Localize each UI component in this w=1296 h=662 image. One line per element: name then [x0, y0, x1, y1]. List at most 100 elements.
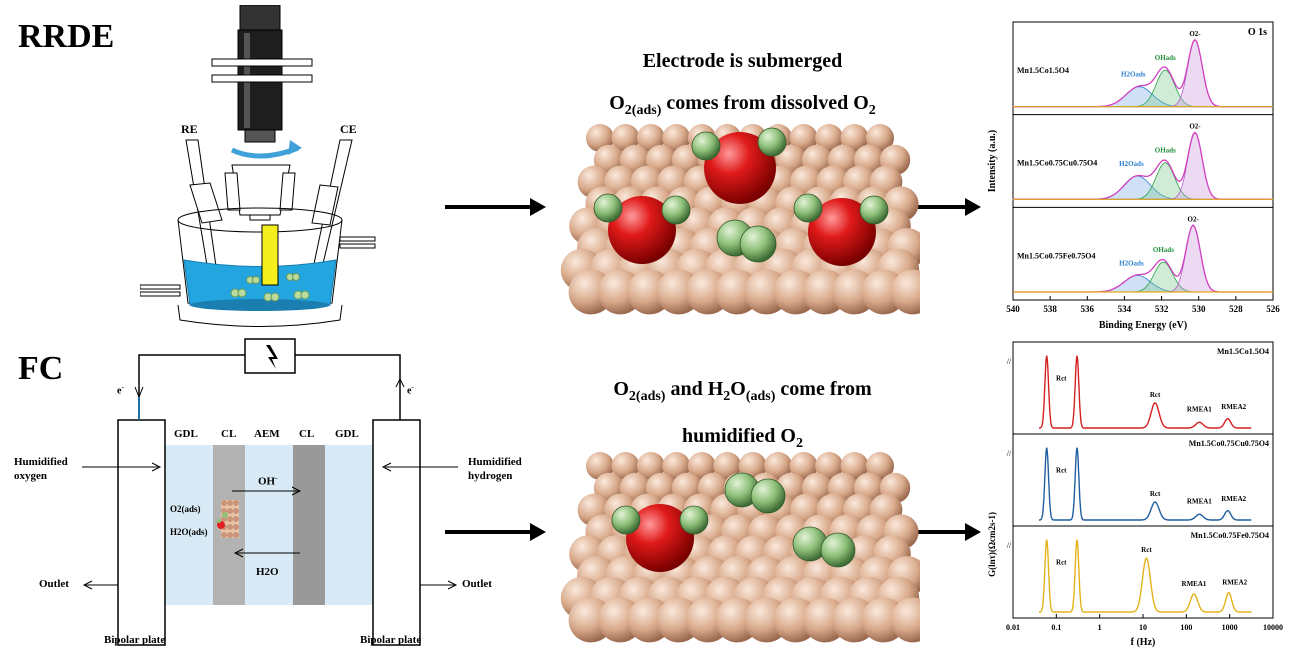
y-axis-label: Intensity (a.u.): [987, 130, 998, 193]
oh-ion-label: OH-: [258, 474, 278, 488]
xps-panel-label: Mn1.5Co1.5O4: [1017, 66, 1069, 75]
h2o-label: H2O: [256, 566, 279, 578]
axis-break-icon: //: [1007, 449, 1012, 458]
xps-panel-label: Mn1.5Co0.75Cu0.75O4: [1017, 159, 1097, 168]
hydrogen-atom: [793, 193, 823, 223]
drt-series-label: Mn1.5Co0.75Cu0.75O4: [1189, 439, 1269, 448]
layer-gdl-right: GDL: [335, 428, 359, 440]
chart-title: O 1s: [1248, 27, 1267, 38]
x-tick-label: 0.01: [1006, 623, 1020, 632]
drt-peak-label: RMEA1: [1187, 497, 1212, 505]
layer-cl-left: CL: [221, 428, 237, 440]
axis-break-icon: //: [1007, 357, 1012, 366]
xps-peak-label: O2-: [1189, 30, 1201, 38]
substrate-atom: [713, 452, 742, 480]
x-tick-label: 536: [1081, 304, 1095, 314]
layer-cl-right: CL: [299, 428, 315, 440]
x-tick-label: 10000: [1263, 623, 1283, 632]
outlet-left-label: Outlet: [39, 578, 69, 590]
substrate-atom: [662, 452, 691, 480]
arrow-right-icon: [445, 523, 546, 541]
substrate-atom: [866, 452, 894, 480]
humidified-oxygen-label-line1: Humidified: [14, 456, 68, 468]
hydrogen-atom: [679, 505, 709, 535]
substrate-atom: [636, 124, 665, 152]
bipolar-plate-left-label: Bipolar plate: [104, 634, 166, 646]
arrow-right-icon: [445, 198, 546, 216]
ce-label: CE: [340, 122, 357, 136]
rrde-label: RRDE: [18, 18, 115, 55]
oxygen-atom: [704, 132, 776, 204]
drt-series-label: Mn1.5Co0.75Fe0.75O4: [1191, 531, 1269, 540]
x-tick-label: 532: [1155, 304, 1169, 314]
caption-bottom-line2: humidified O2: [682, 425, 803, 451]
oxygen-atom: [808, 198, 876, 266]
outlet-right-label: Outlet: [462, 578, 492, 590]
drt-peak-label: Rct: [1056, 375, 1067, 383]
catalyst-surface-submerged: [560, 124, 920, 315]
arrow-right-icon: [918, 198, 981, 216]
caption-top-line1: Electrode is submerged: [642, 50, 843, 72]
hydrogen-atom: [820, 532, 856, 568]
substrate-atom: [840, 124, 869, 152]
humidified-oxygen-label-line2: oxygen: [14, 470, 47, 482]
xps-peak-component: [1012, 175, 1274, 200]
drt-peak-label: RMEA2: [1221, 403, 1246, 411]
x-axis-label: Binding Energy (eV): [1099, 320, 1187, 331]
xps-peak-component: [1012, 86, 1274, 108]
substrate-atom: [611, 124, 640, 152]
caption-top-line2: O2(ads) comes from dissolved O2: [609, 92, 876, 118]
electron-right-label: e-: [407, 383, 414, 397]
hydrogen-atom: [739, 225, 777, 263]
substrate-atom: [815, 124, 844, 152]
substrate-atom: [840, 452, 869, 480]
drt-peak-label: Rct: [1141, 546, 1152, 554]
xps-peak-label: O2-: [1188, 215, 1200, 223]
substrate-atom: [687, 452, 716, 480]
x-tick-label: 100: [1180, 623, 1192, 632]
substrate-atom: [890, 269, 920, 315]
xps-peak-label: OHads: [1153, 246, 1174, 254]
y-axis-label: G(lnτ)(Ωcm2s-1): [987, 512, 997, 577]
fuel-cell-diagram: [82, 338, 458, 646]
substrate-atom: [789, 452, 818, 480]
drt-series-label: Mn1.5Co1.5O4: [1217, 347, 1269, 356]
x-tick-label: 530: [1192, 304, 1206, 314]
x-tick-label: 534: [1118, 304, 1132, 314]
substrate-atom: [662, 124, 691, 152]
drt-peak-label: RMEA2: [1222, 579, 1247, 587]
arrow-right-icon: [918, 523, 981, 541]
drt-peak-label: Rct: [1056, 467, 1067, 475]
drt-peak-label: RMEA1: [1182, 580, 1207, 588]
o2-ads-label: O2(ads): [170, 504, 201, 514]
x-tick-label: 0.1: [1051, 623, 1061, 632]
substrate-atom: [764, 452, 793, 480]
hydrogen-atom: [611, 505, 641, 535]
fc-label: FC: [18, 350, 64, 387]
drt-peak-label: Rct: [1056, 559, 1067, 567]
x-tick-label: 1000: [1222, 623, 1238, 632]
substrate-atom: [611, 452, 640, 480]
xps-peak-label: OHads: [1155, 54, 1176, 62]
h2o-ads-label: H2O(ads): [170, 527, 208, 537]
x-axis-label: f (Hz): [1131, 637, 1156, 648]
hydrogen-atom: [750, 478, 786, 514]
drt-series-line: [1039, 447, 1252, 521]
hydrogen-atom: [661, 195, 691, 225]
xps-panel-label: Mn1.5Co0.75Fe0.75O4: [1017, 251, 1095, 260]
oxygen-atom: [626, 504, 694, 572]
hydrogen-atom: [757, 127, 787, 157]
re-label: RE: [181, 122, 198, 136]
layer-gdl-left: GDL: [174, 428, 198, 440]
hydrogen-atom: [859, 195, 889, 225]
substrate-atom: [890, 597, 920, 643]
x-tick-label: 528: [1229, 304, 1243, 314]
hydrogen-atom: [593, 193, 623, 223]
xps-peak-label: OHads: [1155, 147, 1176, 155]
x-tick-label: 1: [1098, 623, 1102, 632]
xps-peak-label: H2Oads: [1119, 259, 1144, 267]
drt-peak-label: Rct: [1150, 391, 1161, 399]
x-tick-label: 538: [1043, 304, 1057, 314]
rrde-cell-illustration: [140, 5, 376, 327]
